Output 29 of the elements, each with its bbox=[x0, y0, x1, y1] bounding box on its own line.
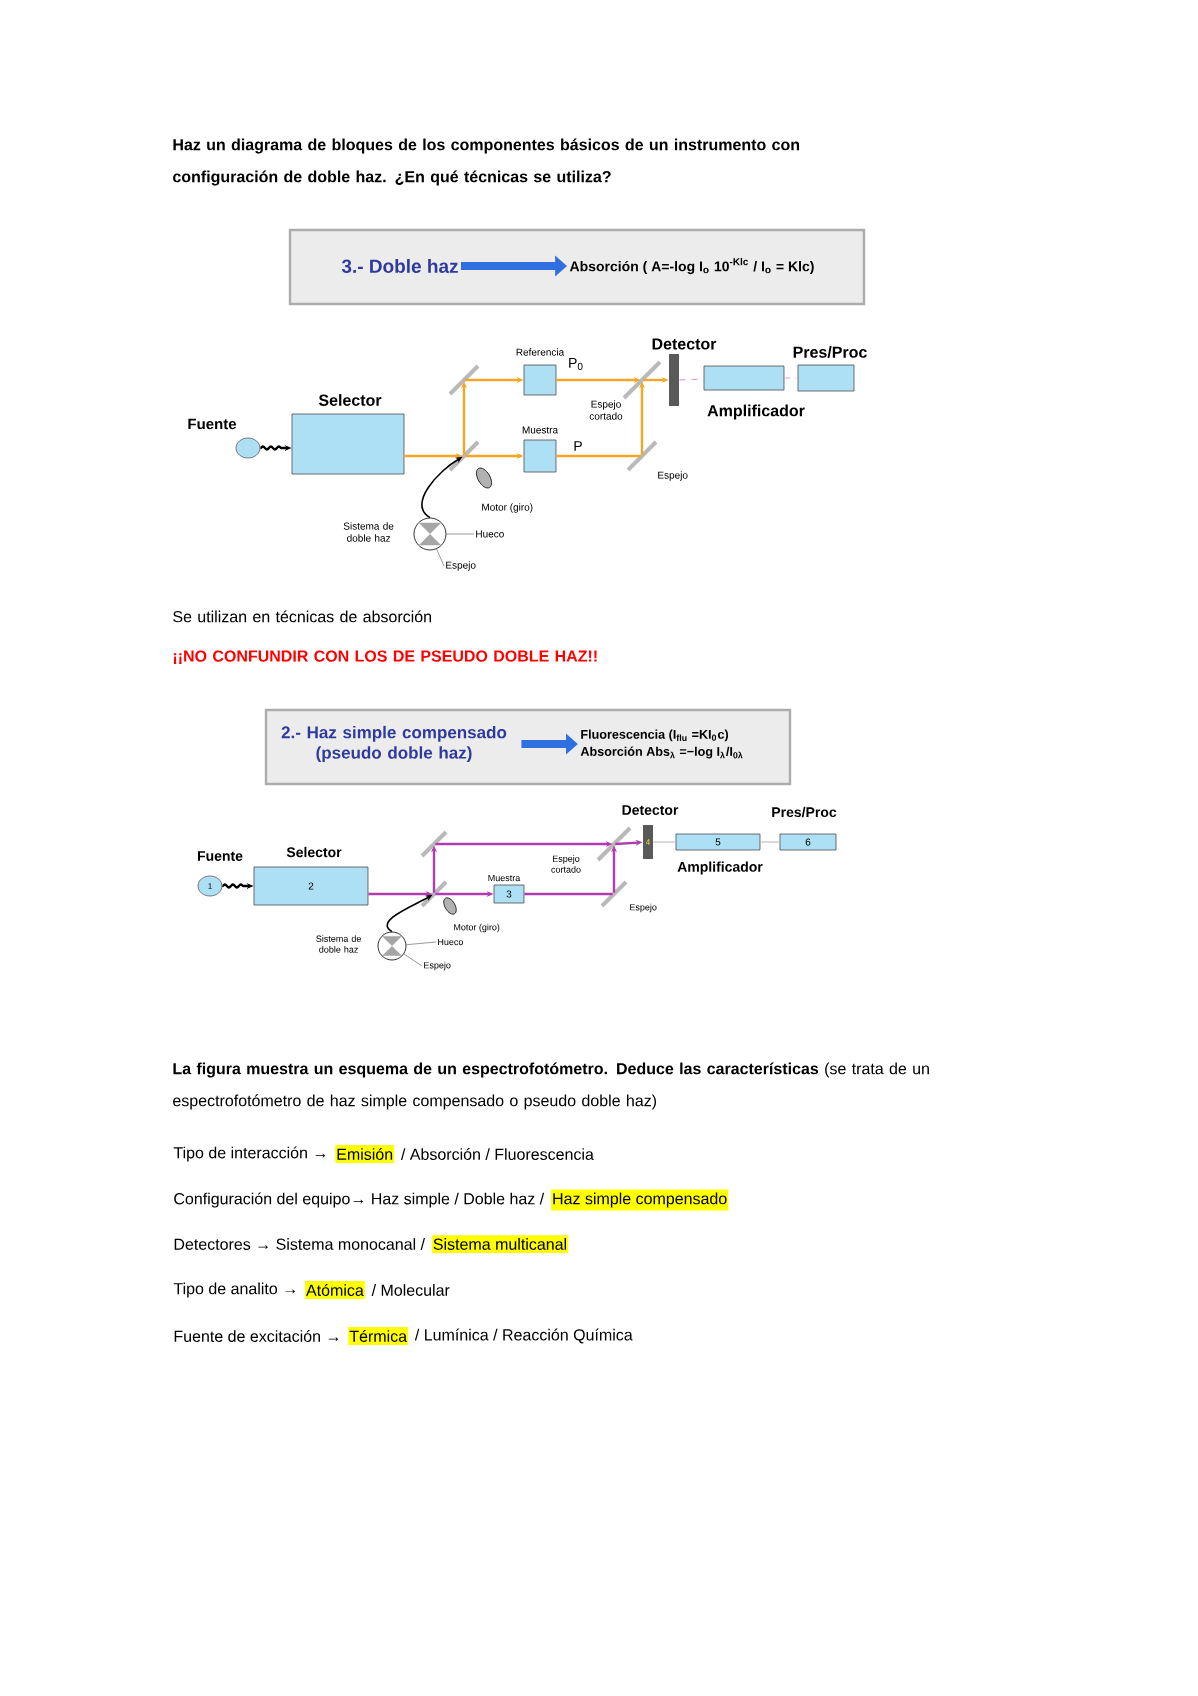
header-title: 3.- Doble haz bbox=[341, 259, 458, 273]
highlighted-answer: Sistema multicanal bbox=[431, 1235, 569, 1253]
warning-text: ¡¡NO CONFUNDIR CON LOS DE PSEUDO DOBLE HAZ!! bbox=[173, 650, 597, 665]
header-box bbox=[264, 708, 792, 786]
answer-text: / Molecular bbox=[371, 1284, 450, 1296]
component-label: Selector bbox=[318, 394, 382, 406]
answer-text: Tipo de interacción → bbox=[173, 1146, 326, 1162]
highlighted-answer: Emisión bbox=[335, 1145, 395, 1163]
answer-text: / Lumínica / Reacción Química bbox=[414, 1328, 633, 1344]
answer-text: Se utilizan en técnicas de absorción bbox=[173, 610, 431, 623]
component-label: Pres/Proc bbox=[793, 346, 867, 358]
answer-text: / Absorción / Fluorescencia bbox=[400, 1148, 594, 1160]
answer-text: Detectores → Sistema monocanal / bbox=[174, 1238, 426, 1250]
answer-text: Tipo de analito → bbox=[173, 1282, 295, 1298]
mirror bbox=[420, 880, 448, 908]
question-text: La figura muestra un esquema de un espectrofotómetro. Deduce las características (se trata de un espectrofotómetro de haz simple compensado o pseudo doble haz) bbox=[173, 1062, 929, 1110]
header-title: 2.- Haz simple compensado (pseudo doble haz) bbox=[281, 725, 507, 763]
component-label: Amplificador bbox=[707, 404, 805, 420]
answer-text: Fuente de excitación → bbox=[174, 1330, 339, 1342]
highlighted-answer: Térmica bbox=[348, 1327, 409, 1345]
highlighted-answer: Haz simple compensado bbox=[551, 1189, 729, 1211]
answer-text: Configuración del equipo→ Haz simple / Doble haz / bbox=[174, 1192, 545, 1208]
highlighted-answer: Atómica bbox=[305, 1281, 365, 1299]
mirror bbox=[420, 830, 448, 858]
mirror bbox=[448, 440, 480, 472]
mirror bbox=[448, 364, 480, 396]
question-text: Haz un diagrama de bloques de los componentes básicos de un instrumento con configuración de doble haz. ¿En qué técnicas se utiliza? bbox=[173, 138, 800, 186]
header-box bbox=[288, 228, 866, 306]
component-label: Detector bbox=[652, 338, 717, 350]
